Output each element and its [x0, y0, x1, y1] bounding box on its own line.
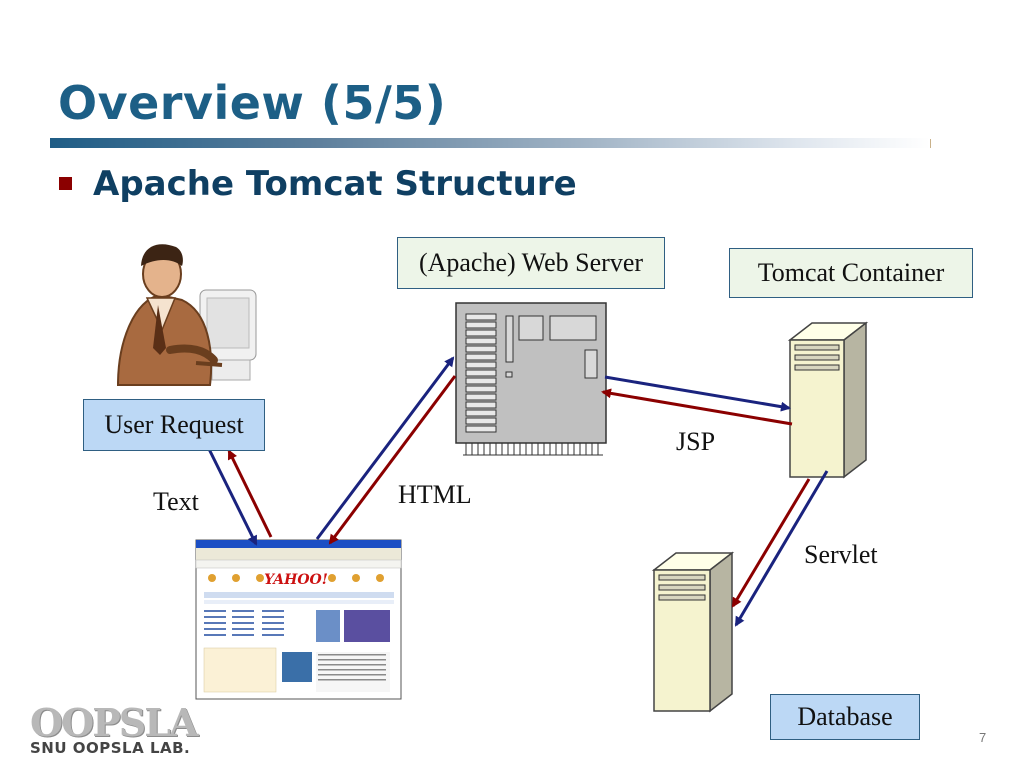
bullet-icon	[59, 177, 72, 190]
text-label: Text	[153, 487, 199, 516]
browser-logo-text: YAHOO!	[264, 572, 328, 588]
arrow-jsp-request	[604, 375, 791, 412]
arrow-jsp-response	[601, 388, 793, 426]
user-computer-icon	[116, 244, 257, 386]
database-server-icon	[651, 551, 735, 713]
title-divider	[50, 138, 930, 148]
tomcat-container-box: Tomcat Container	[729, 248, 973, 298]
web-server-icon	[455, 302, 607, 456]
html-label: HTML	[398, 480, 472, 509]
oopsla-logo: OOPSLA	[30, 700, 198, 745]
arrow-text-request	[206, 446, 258, 546]
arrow-servlet-request	[731, 478, 811, 608]
tomcat-server-icon	[787, 321, 869, 479]
slide-subtitle: Apache Tomcat Structure	[93, 164, 577, 204]
user-request-box: User Request	[83, 399, 265, 451]
divider-tick	[930, 139, 931, 148]
database-box: Database	[770, 694, 920, 740]
arrow-servlet-response	[734, 470, 829, 627]
web-server-box: (Apache) Web Server	[397, 237, 665, 289]
page-number: 7	[979, 730, 987, 745]
servlet-label: Servlet	[804, 540, 878, 569]
jsp-label: JSP	[676, 427, 716, 456]
slide-title: Overview (5/5)	[58, 76, 447, 130]
oopsla-lab-text: SNU OOPSLA LAB.	[30, 739, 191, 757]
arrow-html-response	[328, 375, 457, 545]
arrow-text-response	[227, 449, 273, 538]
arrow-html-request	[315, 356, 455, 540]
browser-window-icon: YAHOO!	[195, 539, 402, 700]
